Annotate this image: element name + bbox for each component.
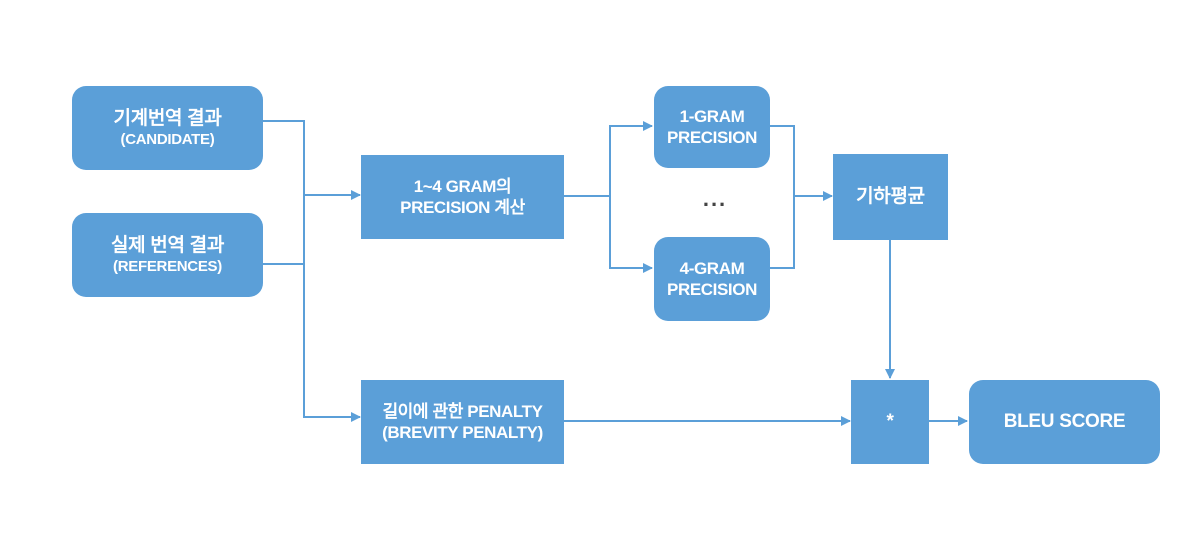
gram4-precision-node: 4-GRAM PRECISION xyxy=(654,237,770,321)
gram4-line1: 4-GRAM xyxy=(679,258,745,278)
precision-calc-node: 1~4 GRAM의 PRECISION 계산 xyxy=(361,155,564,239)
bleu-score-label: BLEU SCORE xyxy=(1003,411,1126,433)
penalty-line1: 길이에 관한 PENALTY xyxy=(382,401,543,421)
line-references-merge xyxy=(263,195,305,265)
references-title: 실제 번역 결과 xyxy=(110,234,225,256)
precision-calc-line1: 1~4 GRAM의 xyxy=(413,176,512,196)
geo-mean-node: 기하평균 xyxy=(833,154,948,240)
gram1-line1: 1-GRAM xyxy=(679,106,745,126)
arrow-candidate-to-precision xyxy=(263,120,361,200)
candidate-title: 기계번역 결과 xyxy=(113,107,222,129)
gram4-line2: PRECISION xyxy=(667,280,757,299)
line-1gram-out xyxy=(770,125,795,196)
multiply-label: * xyxy=(886,411,894,433)
precision-calc-line2: PRECISION 계산 xyxy=(400,198,525,217)
references-subtitle: (REFERENCES) xyxy=(113,257,222,275)
geo-mean-label: 기하평균 xyxy=(856,186,925,208)
arrow-references-to-penalty xyxy=(303,264,361,422)
candidate-subtitle: (CANDIDATE) xyxy=(120,130,215,148)
ellipsis-text: ... xyxy=(702,186,728,211)
gram1-line2: PRECISION xyxy=(667,128,757,147)
arrow-to-4gram xyxy=(609,196,653,273)
penalty-node: 길이에 관한 PENALTY (BREVITY PENALTY) xyxy=(361,380,564,464)
references-node: 실제 번역 결과 (REFERENCES) xyxy=(72,213,263,297)
bleu-score-node: BLEU SCORE xyxy=(969,380,1160,464)
gram1-precision-node: 1-GRAM PRECISION xyxy=(654,86,770,168)
line-4gram-out xyxy=(770,196,795,269)
penalty-line2: (BREVITY PENALTY) xyxy=(382,423,543,442)
multiply-node: * xyxy=(851,380,929,464)
arrow-to-1gram xyxy=(609,121,653,196)
candidate-node: 기계번역 결과 (CANDIDATE) xyxy=(72,86,263,170)
